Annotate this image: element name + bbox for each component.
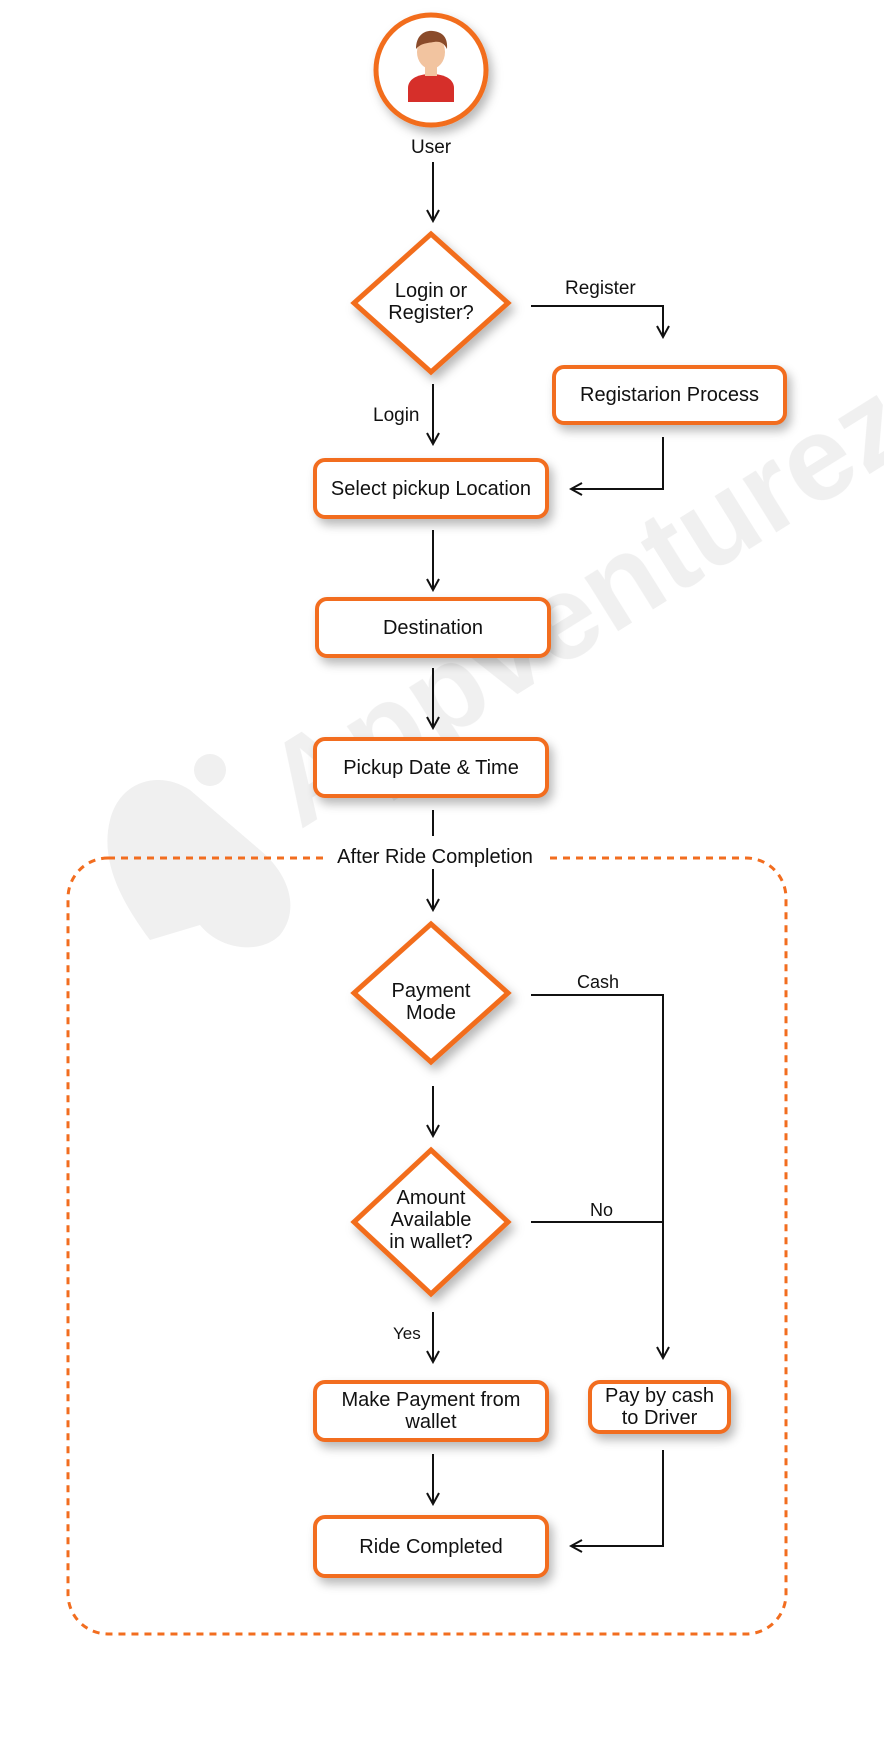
amount-available-diamond [350,1146,512,1298]
edge-register-to-registration [531,305,663,337]
pay-by-cash-line2: to Driver [621,1407,698,1429]
pickup-datetime-box: Pickup Date & Time [313,737,549,798]
login-or-register-diamond [350,230,512,376]
make-payment-line2: wallet [405,1411,457,1433]
amount-available-text: Amount Available in wallet? [371,1187,491,1253]
make-payment-line1: Make Payment from [341,1389,521,1411]
edge-paycash-to-ride [571,1450,664,1546]
ride-completed-box: Ride Completed [313,1515,549,1578]
edge-label-register: Register [565,278,636,299]
edge-registration-to-pickup [571,437,664,489]
pay-by-cash-box: Pay by cash to Driver [588,1380,731,1434]
login-or-register-line2: Register? [388,302,474,324]
payment-mode-line2: Mode [405,1002,457,1024]
user-avatar-icon [408,30,454,102]
user-label: User [411,137,452,158]
login-or-register-line1: Login or [394,280,468,302]
pay-by-cash-line1: Pay by cash [605,1385,714,1407]
edge-payment-mode-cash [531,994,663,1358]
edge-label-cash: Cash [577,972,620,992]
connectors [433,162,663,1546]
edge-label-yes: Yes [393,1324,421,1343]
destination-label: Destination [382,616,484,639]
payment-mode-text: Payment Mode [371,980,491,1024]
select-pickup-box: Select pickup Location [313,458,549,519]
login-or-register-text: Login or Register? [371,280,491,324]
payment-mode-line1: Payment [391,980,471,1002]
destination-box: Destination [315,597,551,658]
after-ride-completion-label: After Ride Completion [325,846,545,869]
edge-label-no: No [590,1200,614,1220]
amount-available-line1: Amount [396,1187,466,1209]
amount-available-line2: Available [390,1209,472,1231]
pickup-datetime-label: Pickup Date & Time [343,756,519,779]
amount-available-line3: in wallet? [389,1231,473,1253]
user-node [373,12,489,128]
registration-process-label: Registarion Process [580,384,759,406]
ride-completed-label: Ride Completed [359,1535,503,1558]
payment-mode-diamond [350,920,512,1066]
edge-label-login: Login [373,405,420,426]
make-payment-text: Make Payment from wallet [336,1389,527,1433]
pay-by-cash-text: Pay by cash to Driver [599,1385,720,1429]
make-payment-box: Make Payment from wallet [313,1380,549,1442]
select-pickup-label: Select pickup Location [330,477,532,500]
registration-process-box: Registarion Process [552,365,787,425]
